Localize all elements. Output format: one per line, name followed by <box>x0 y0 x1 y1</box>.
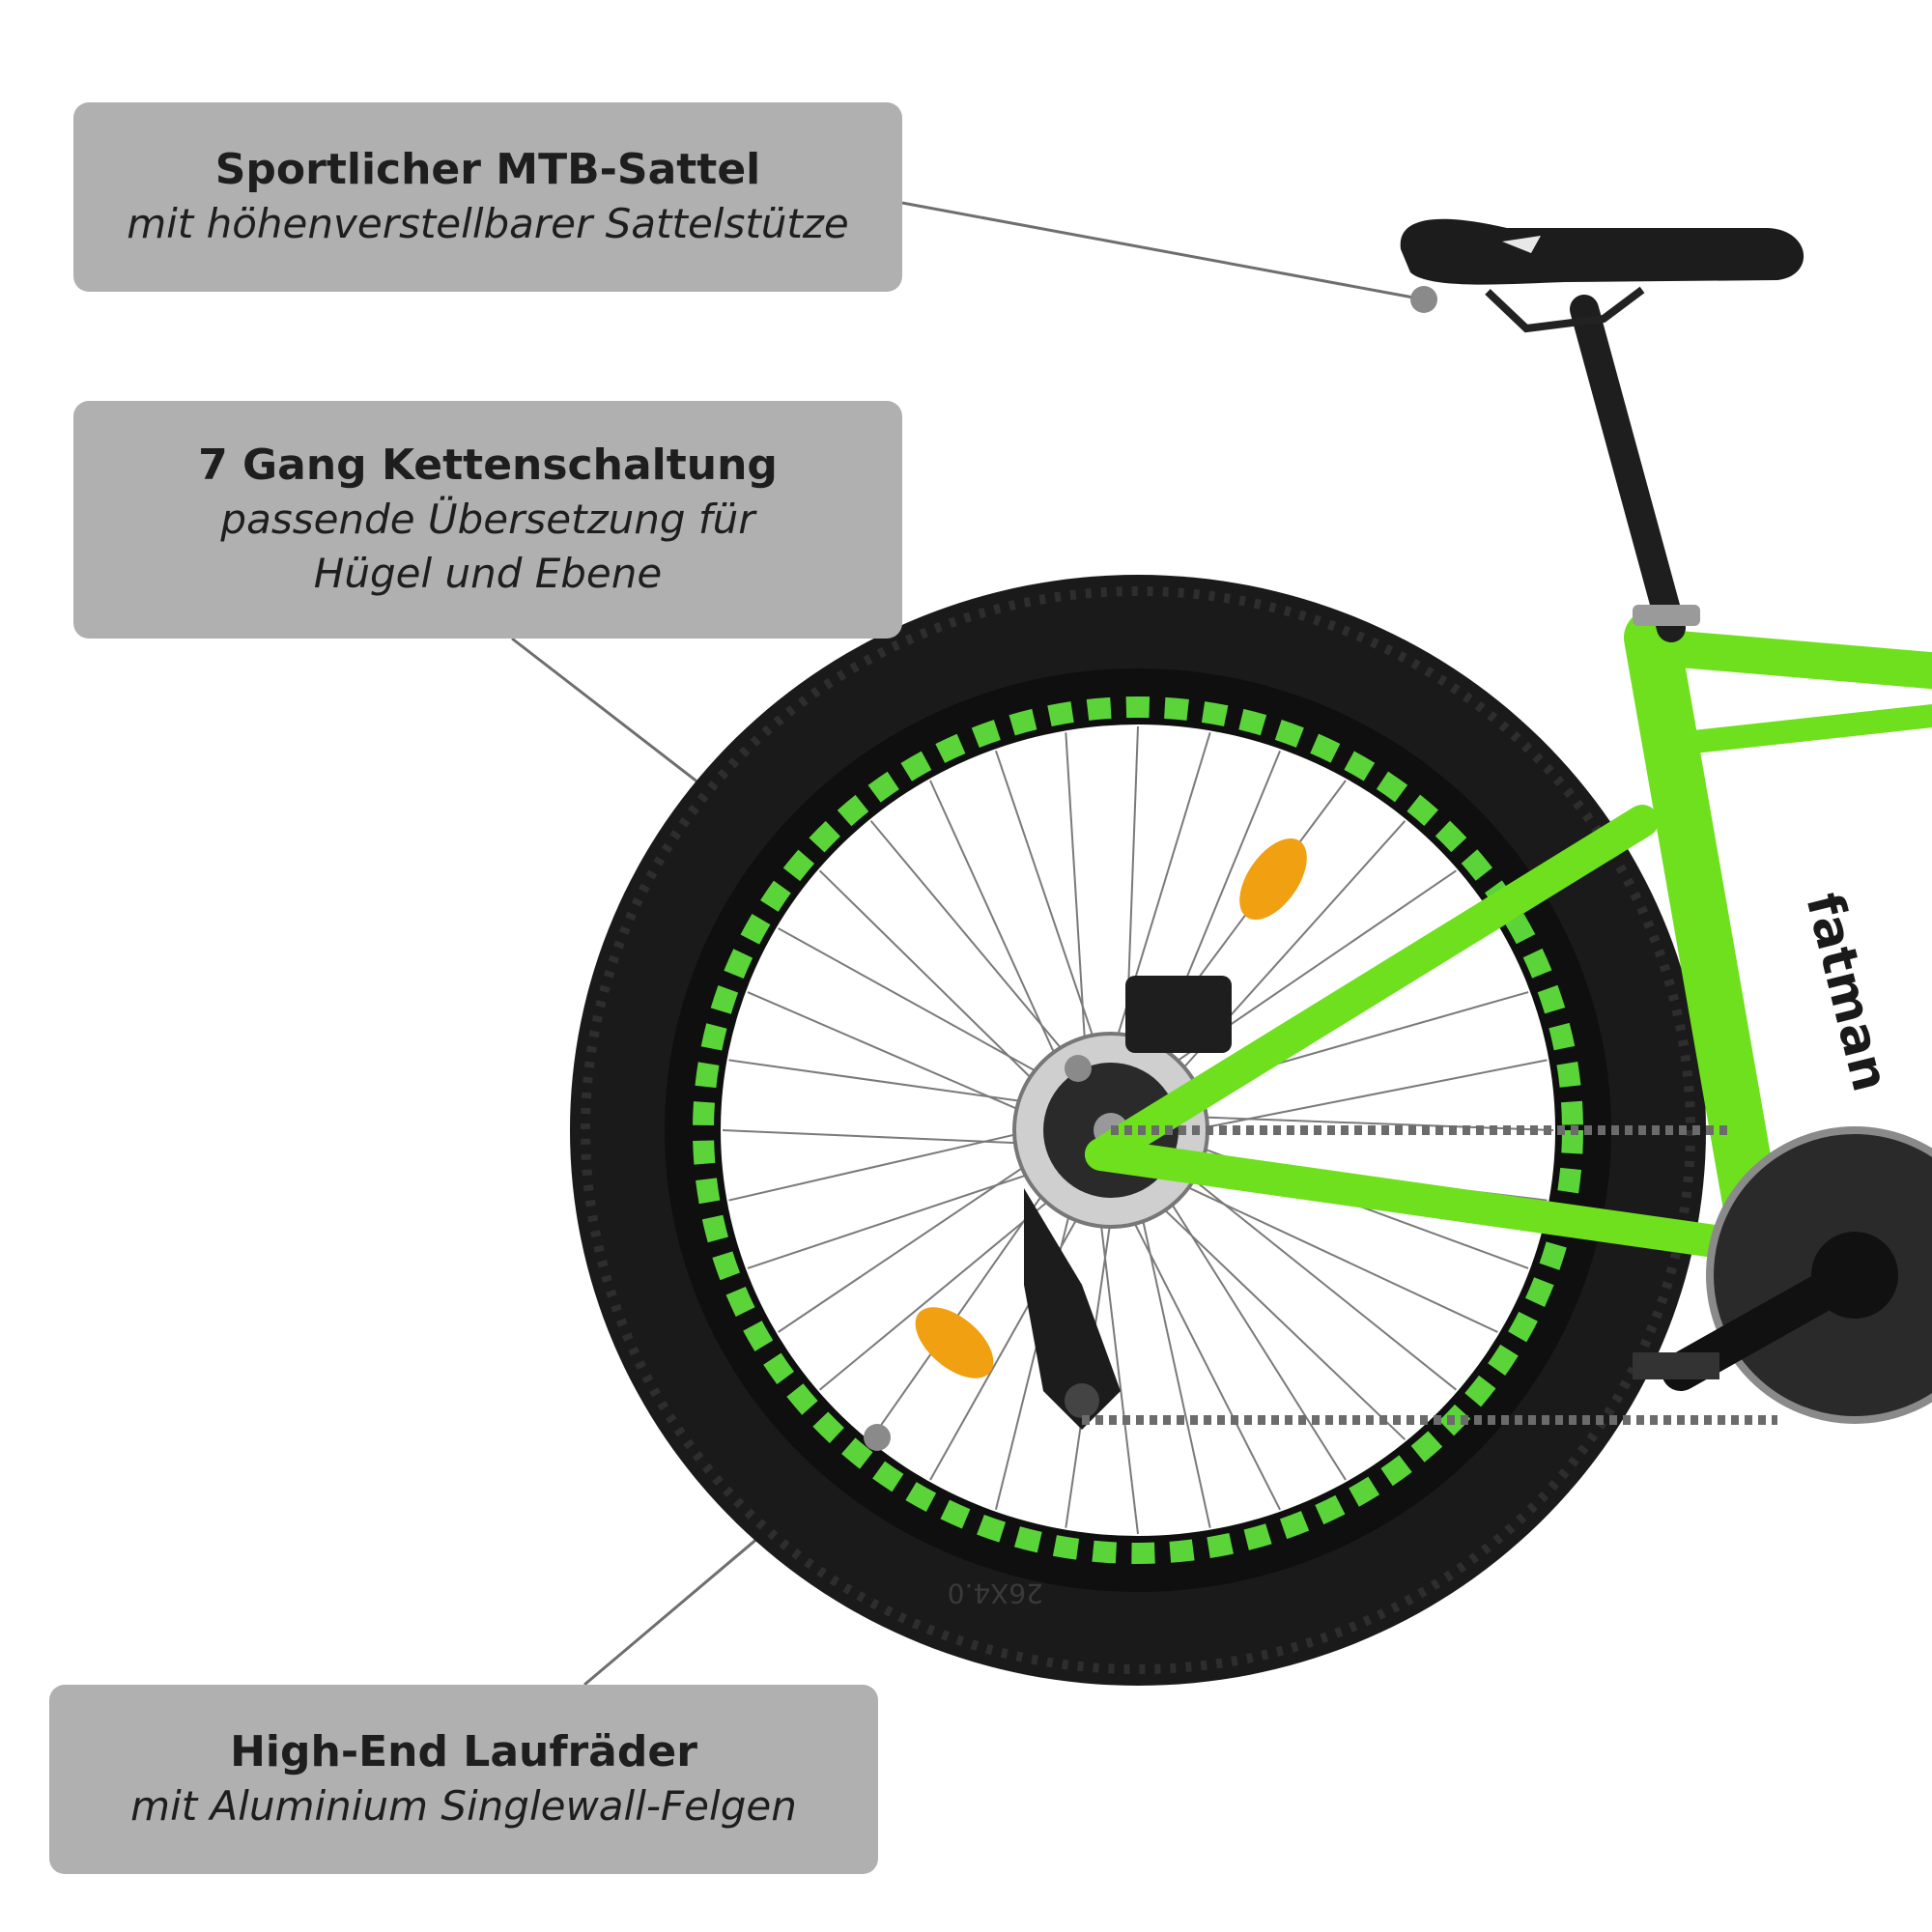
chain-stay <box>1085 1138 1765 1263</box>
spoke-reflector-top <box>1239 838 1307 921</box>
spoke <box>1162 1154 1458 1391</box>
brace-tube <box>1664 704 1932 755</box>
tire-tread <box>581 586 1695 1674</box>
pedal <box>1633 1352 1719 1379</box>
spoke <box>722 1129 1055 1146</box>
tire-marking: 26X4.0 <box>948 1577 1043 1609</box>
seat-post <box>1570 295 1686 642</box>
spoke <box>1095 1186 1139 1535</box>
wheels-callout-title: High-End Laufräder <box>230 1727 697 1776</box>
saddle-pointer-line <box>901 201 1425 301</box>
spoke <box>1065 732 1089 1078</box>
spoke <box>1105 732 1211 1073</box>
saddle-callout: Sportlicher MTB-Sattel mit höhenverstell… <box>73 102 902 292</box>
spoke <box>929 1185 1096 1481</box>
gears-callout-subtitle-line1: passende Übersetzung für <box>220 496 755 543</box>
saddle-pointer-dot <box>1410 286 1437 313</box>
spoke <box>1116 1187 1281 1511</box>
spoke <box>1133 1182 1211 1528</box>
spoke-reflector-bottom <box>915 1307 994 1378</box>
spoke <box>929 780 1071 1090</box>
gears-callout-title: 7 Gang Kettenschaltung <box>198 440 778 490</box>
drivetrain-front <box>1082 1125 1932 1425</box>
gears-callout: 7 Gang Kettenschaltung passende Übersetz… <box>73 401 902 639</box>
spoke <box>994 750 1107 1073</box>
jockey-wheel <box>1065 1383 1099 1418</box>
spoke <box>747 991 1054 1125</box>
top-tube <box>1638 629 1932 690</box>
seat-clamp <box>1633 605 1700 626</box>
spoke <box>747 1161 1064 1269</box>
saddle-callout-title: Sportlicher MTB-Sattel <box>214 145 761 194</box>
spoke <box>728 1124 1054 1202</box>
gears-callout-subtitle-line2: Hügel und Ebene <box>313 550 663 597</box>
spoke <box>869 820 1087 1079</box>
spoke <box>728 1059 1059 1108</box>
spoke <box>1167 1115 1554 1131</box>
gears-pointer-dot <box>1065 1055 1092 1082</box>
wheels-callout-subtitle: mit Aluminium Singlewall-Felgen <box>130 1782 797 1830</box>
spoke <box>818 869 1060 1106</box>
saddle <box>1400 218 1804 285</box>
seat-stay <box>1085 805 1659 1171</box>
derailleur <box>1024 1188 1121 1430</box>
saddle-callout-subtitle: mit höhenverstellbarer Sattelstütze <box>127 200 849 247</box>
spoke <box>778 1145 1056 1333</box>
wheels-pointer-dot <box>864 1424 891 1451</box>
brand-decal: fatman <box>1794 888 1899 1097</box>
saddle-logo <box>1502 236 1541 253</box>
frame <box>1085 610 1932 1274</box>
spoke <box>1151 1170 1498 1333</box>
spoke <box>1135 1181 1406 1440</box>
wheels-callout: High-End Laufräder mit Aluminium Singlew… <box>49 1685 878 1874</box>
spoke <box>778 927 1070 1091</box>
brake-caliper <box>1125 976 1232 1053</box>
spoke <box>1151 1171 1347 1481</box>
spoke <box>1168 1059 1548 1136</box>
saddle-rails <box>1485 286 1645 333</box>
seat-assembly <box>1400 218 1804 642</box>
